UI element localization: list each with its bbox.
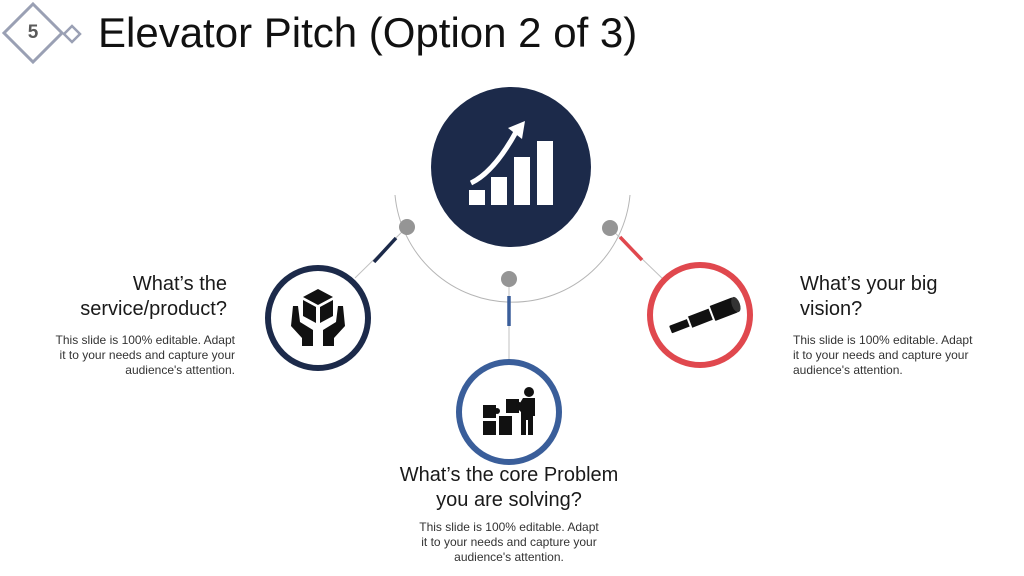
slide-number: 5 xyxy=(27,22,39,43)
left-connector-dot xyxy=(399,219,415,235)
problem-heading: What’s the core Problem you are solving? xyxy=(399,464,619,511)
service-heading: What’s the service/product? xyxy=(80,273,227,320)
vision-heading: What’s your big vision? xyxy=(800,273,938,320)
center-connector-dot xyxy=(501,271,517,287)
slide-number-badge xyxy=(1,1,82,65)
growth-chart-icon xyxy=(431,87,591,247)
slide-title: Elevator Pitch (Option 2 of 3) xyxy=(98,9,638,56)
person-puzzle-icon xyxy=(483,387,535,435)
service-circle xyxy=(265,265,371,371)
left-connector-dash xyxy=(372,236,398,264)
hands-holding-box-icon xyxy=(291,289,345,346)
telescope-icon xyxy=(669,296,741,334)
right-connector-dot xyxy=(602,220,618,236)
service-description: This slide is 100% editable. Adapt it to… xyxy=(55,333,235,377)
problem-description: This slide is 100% editable. Adapt it to… xyxy=(419,520,599,564)
right-connector-dash xyxy=(618,235,644,262)
vision-description: This slide is 100% editable. Adapt it to… xyxy=(793,333,973,377)
connector-arc xyxy=(394,194,631,303)
